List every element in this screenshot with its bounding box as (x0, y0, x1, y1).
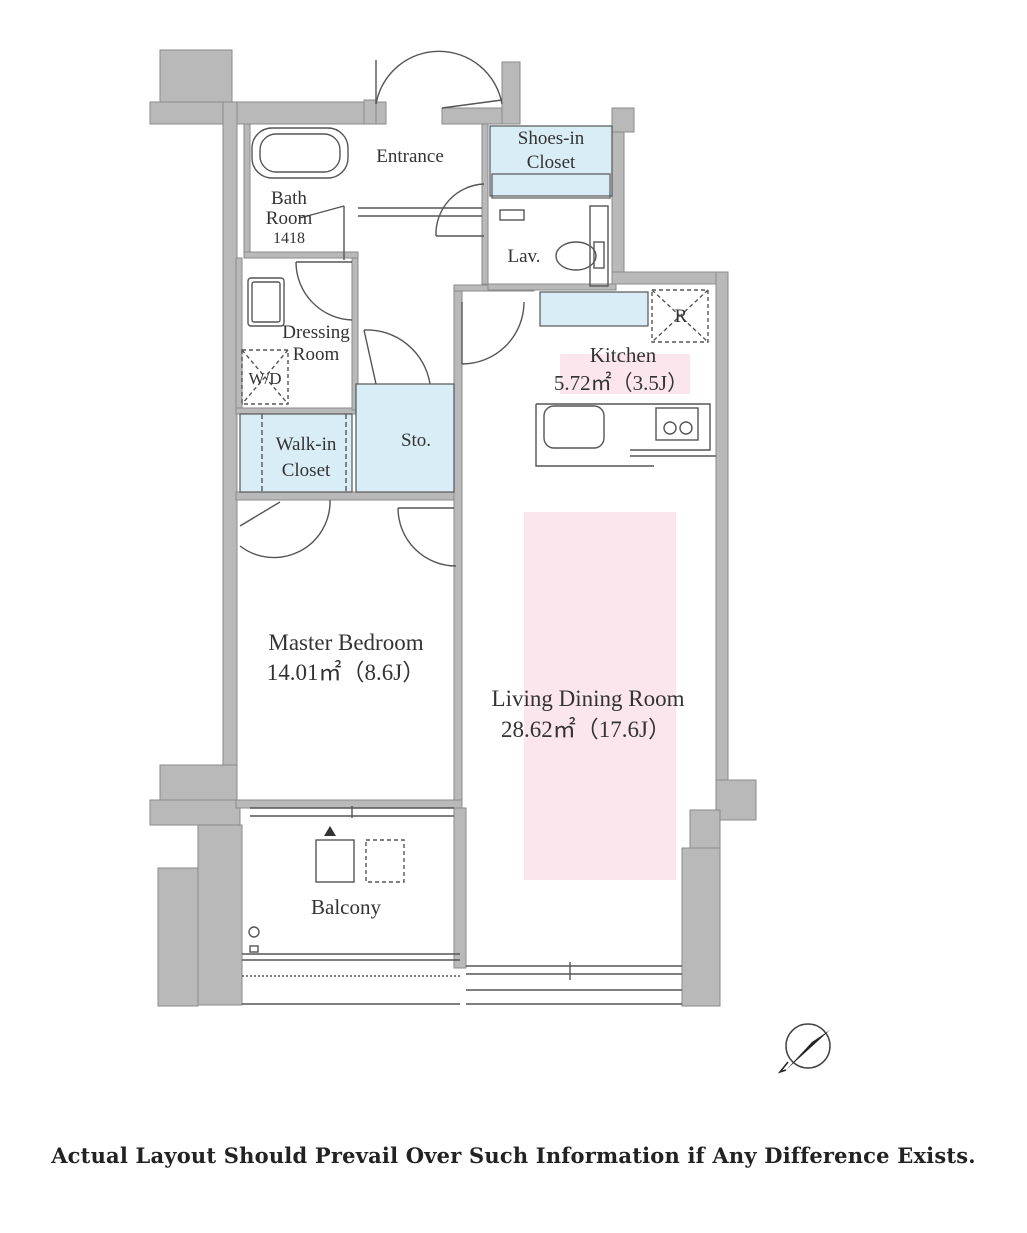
label-kitchen: Kitchen (590, 343, 657, 367)
label-dressing-2: Room (293, 344, 340, 365)
disclaimer-note: Actual Layout Should Prevail Over Such I… (51, 1143, 976, 1168)
label-master-bedroom-area: 14.01㎡（8.6J） (267, 660, 425, 685)
highlight-zones (524, 354, 690, 880)
label-storage: Sto. (401, 430, 431, 451)
label-dressing-1: Dressing (282, 322, 350, 343)
label-bath-1: Bath (271, 188, 307, 209)
room-labels: Entrance Shoes-in Closet Bath Room 1418 … (248, 128, 688, 919)
fixtures (239, 50, 716, 1005)
label-balcony: Balcony (311, 895, 381, 919)
label-walk-in-1: Walk-in (276, 434, 337, 455)
walls (149, 49, 757, 1007)
label-bath-size: 1418 (273, 230, 305, 247)
label-kitchen-area: 5.72㎡（3.5J） (554, 371, 688, 395)
label-living-dining: Living Dining Room (492, 686, 685, 711)
label-living-dining-area: 28.62㎡（17.6J） (501, 717, 671, 742)
label-entrance: Entrance (376, 146, 444, 167)
label-shoes-closet-2: Closet (527, 152, 576, 173)
storage-zones (239, 125, 649, 493)
entry-arrow-icon (324, 826, 336, 836)
label-refrigerator: R (675, 306, 688, 327)
label-shoes-closet-1: Shoes-in (518, 128, 585, 149)
label-lav: Lav. (507, 246, 540, 267)
label-master-bedroom: Master Bedroom (268, 630, 423, 655)
label-wd: W/D (248, 369, 281, 388)
label-bath-2: Room (266, 208, 313, 229)
north-arrow-icon (777, 1023, 831, 1074)
label-walk-in-2: Closet (282, 460, 331, 481)
